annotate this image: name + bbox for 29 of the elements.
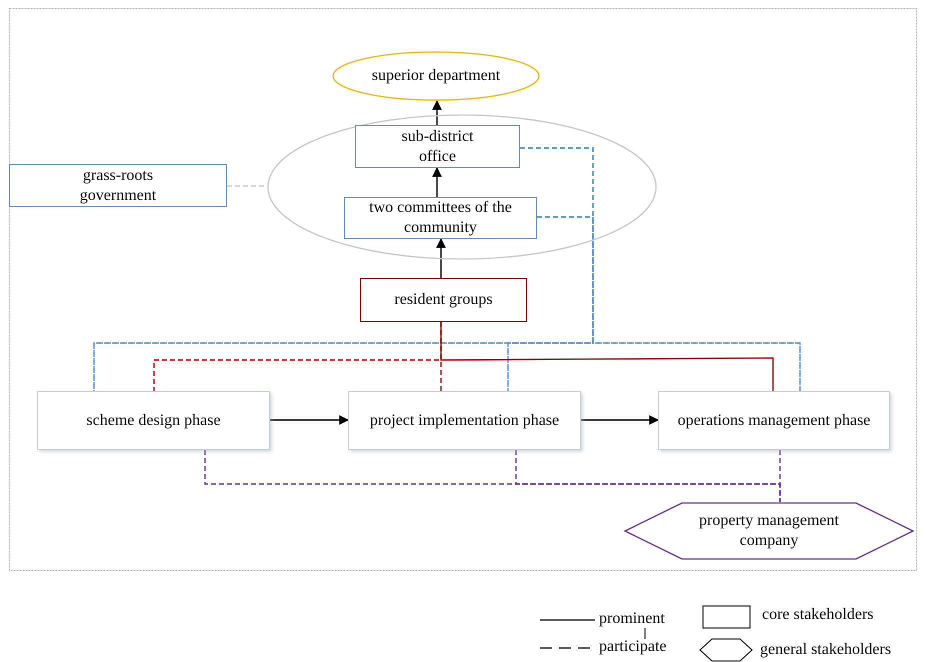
process-box bbox=[360, 278, 527, 322]
legend-label: core stakeholders bbox=[762, 606, 874, 624]
process-box bbox=[355, 125, 520, 168]
process-box bbox=[9, 164, 227, 207]
legend-label: prominent bbox=[599, 610, 665, 628]
legend-label: participate bbox=[599, 638, 667, 656]
node-label: grass-roots government bbox=[78, 166, 158, 206]
phase-box bbox=[37, 391, 270, 450]
arrow bbox=[432, 100, 442, 125]
phase-box bbox=[348, 391, 581, 450]
node-label: scheme design phase bbox=[86, 410, 221, 430]
connector-line bbox=[440, 322, 774, 391]
node-label: operations management phase bbox=[678, 410, 870, 430]
legend-label: general stakeholders bbox=[760, 641, 892, 659]
node-label: resident groups bbox=[394, 290, 493, 310]
arrow bbox=[581, 415, 659, 425]
node-label: sub-district office bbox=[400, 126, 474, 166]
node-label: two committees of the community bbox=[368, 198, 513, 238]
arrow bbox=[432, 167, 442, 197]
node-label: superior department bbox=[372, 66, 500, 86]
phase-box bbox=[658, 391, 890, 450]
connector-line bbox=[537, 216, 801, 391]
connector-line bbox=[779, 450, 781, 502]
connector-line bbox=[227, 185, 267, 187]
arrow bbox=[270, 415, 349, 425]
node-label: property management company bbox=[698, 511, 840, 551]
node-label: project implementation phase bbox=[370, 410, 560, 430]
process-box bbox=[344, 197, 537, 239]
arrow bbox=[436, 238, 446, 278]
